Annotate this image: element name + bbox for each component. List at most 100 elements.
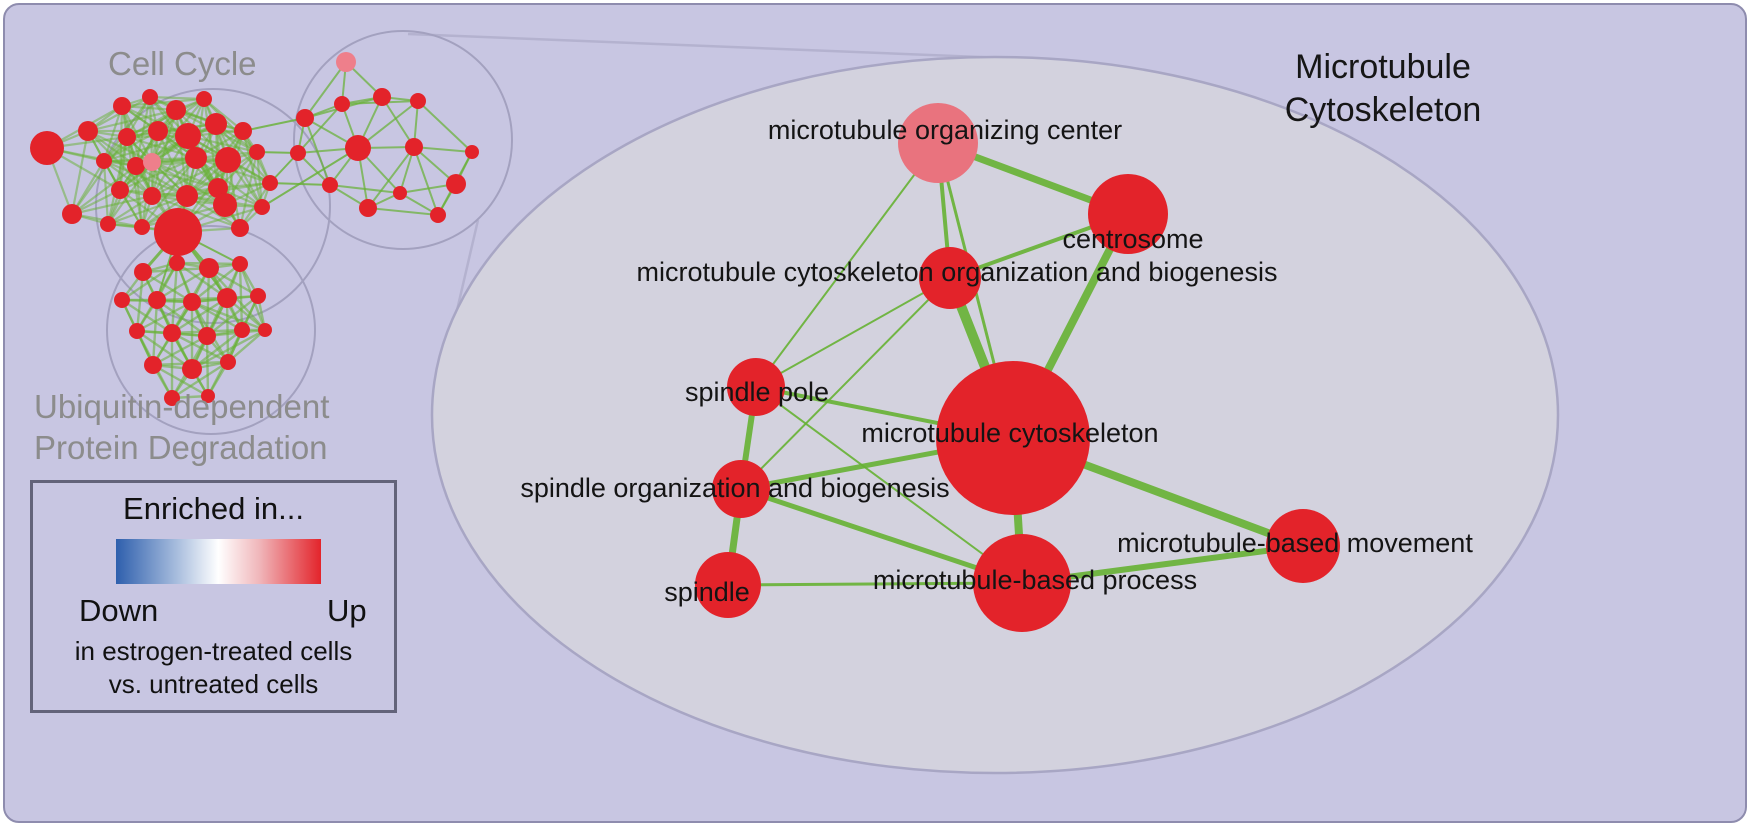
cluster-label-cell-cycle: Cell Cycle — [108, 45, 257, 82]
detail-edge-moc-spindle_pole — [755, 142, 939, 388]
detail-node-label-sob: spindle organization and biogenesis — [520, 473, 949, 503]
mini-edge — [304, 61, 347, 119]
mini-node — [144, 356, 162, 374]
mini-edge — [141, 157, 197, 228]
mini-node — [182, 359, 202, 379]
mini-node — [205, 113, 227, 135]
mini-node — [166, 100, 186, 120]
mini-node — [100, 216, 116, 232]
mini-cross-edge — [242, 117, 306, 132]
mini-node — [290, 145, 306, 161]
mini-node — [134, 219, 150, 235]
detail-edge-mcob-spindle_pole — [755, 277, 951, 388]
mini-node — [113, 97, 131, 115]
detail-node-mbp — [973, 534, 1071, 632]
detail-node-moc — [898, 103, 978, 183]
mini-edge — [102, 160, 110, 225]
detail-node-mcob — [919, 247, 981, 309]
mini-edge — [191, 300, 266, 332]
mini-node — [129, 323, 145, 339]
mini-edge — [119, 156, 197, 192]
mini-node — [134, 263, 152, 281]
mini-edge — [195, 157, 263, 208]
mini-edge — [186, 151, 258, 197]
legend-box: Enriched in... Down Up in estrogen-treat… — [30, 480, 397, 713]
detail-node-mbm — [1266, 509, 1340, 583]
mini-node — [143, 187, 161, 205]
mini-node — [154, 208, 202, 256]
mini-edge — [141, 187, 219, 228]
cluster-outline-ubiquitin — [106, 225, 316, 435]
mini-node — [30, 131, 64, 165]
mini-edge — [381, 96, 415, 148]
detail-node-spindle_pole — [727, 358, 785, 416]
legend-title: Enriched in... — [123, 491, 304, 526]
mini-node — [175, 123, 201, 149]
mini-edge — [71, 165, 137, 215]
mini-node — [405, 138, 423, 156]
mini-node — [111, 181, 129, 199]
mini-node — [359, 199, 377, 217]
detail-node-label-spindle_pole: spindle pole — [685, 377, 829, 407]
legend-down-label: Down — [79, 593, 159, 628]
mini-node — [163, 324, 181, 342]
microtubule-label-line1: Microtubule — [1295, 48, 1471, 86]
detail-edge-spindle-mbp — [726, 581, 1024, 587]
mini-edge — [71, 136, 128, 215]
mini-node — [201, 389, 215, 403]
mini-node — [234, 322, 250, 338]
mini-node — [393, 186, 407, 200]
detail-node-sob — [712, 460, 770, 518]
detail-node-mc — [936, 361, 1090, 515]
mini-node — [336, 52, 356, 72]
mini-edge — [151, 159, 229, 197]
cluster-outline-microtubule-mini — [293, 30, 513, 250]
legend-caption-line1: in estrogen-treated cells — [74, 636, 353, 666]
mini-node — [142, 89, 158, 105]
mini-node — [213, 193, 237, 217]
mini-node — [232, 256, 248, 272]
mini-edge — [121, 262, 178, 301]
mini-edge — [171, 360, 229, 400]
mini-edge — [126, 135, 197, 160]
mini-node — [176, 185, 198, 207]
mini-node — [169, 255, 185, 271]
mini-edge — [103, 134, 189, 163]
mini-edge — [367, 146, 415, 209]
detail-edge-sob-mbp — [738, 486, 1025, 586]
mini-node — [410, 93, 426, 109]
mini-edge — [126, 98, 205, 138]
mini-edge — [103, 130, 159, 162]
mini-node — [250, 288, 266, 304]
mini-node — [296, 109, 314, 127]
mini-edge — [171, 296, 228, 335]
mini-edge — [238, 151, 259, 229]
mini-edge — [107, 161, 153, 225]
mini-edge — [136, 300, 193, 333]
mini-node — [334, 96, 350, 112]
cluster-label-microtubule: Microtubule Cytoskeleton — [1238, 46, 1528, 132]
microtubule-label-line2: Cytoskeleton — [1284, 91, 1482, 129]
mini-node — [62, 204, 82, 224]
detail-node-label-centrosome: centrosome — [1062, 224, 1203, 254]
mini-node — [185, 147, 207, 169]
cluster-label-ubiquitin: Ubiquitin-dependent Protein Degradation — [34, 386, 329, 468]
mini-edge — [149, 95, 205, 101]
mini-edge — [71, 160, 105, 215]
legend-caption: in estrogen-treated cells vs. untreated … — [33, 635, 394, 701]
mini-edge — [329, 184, 401, 194]
detail-edge-spindle_pole-mbp — [755, 386, 1023, 584]
zoom-cone-line — [407, 32, 1006, 60]
mini-edge — [71, 194, 153, 216]
mini-edge — [70, 130, 90, 215]
mini-node — [345, 135, 371, 161]
mini-node — [148, 121, 168, 141]
mini-edge — [413, 146, 473, 153]
mini-node — [231, 219, 249, 237]
detail-node-label-mbp: microtubule-based process — [873, 565, 1197, 595]
mini-edge — [151, 161, 226, 206]
mini-node — [217, 288, 237, 308]
ubiquitin-label-line2: Protein Degradation — [34, 429, 328, 466]
detail-node-spindle — [695, 552, 761, 618]
